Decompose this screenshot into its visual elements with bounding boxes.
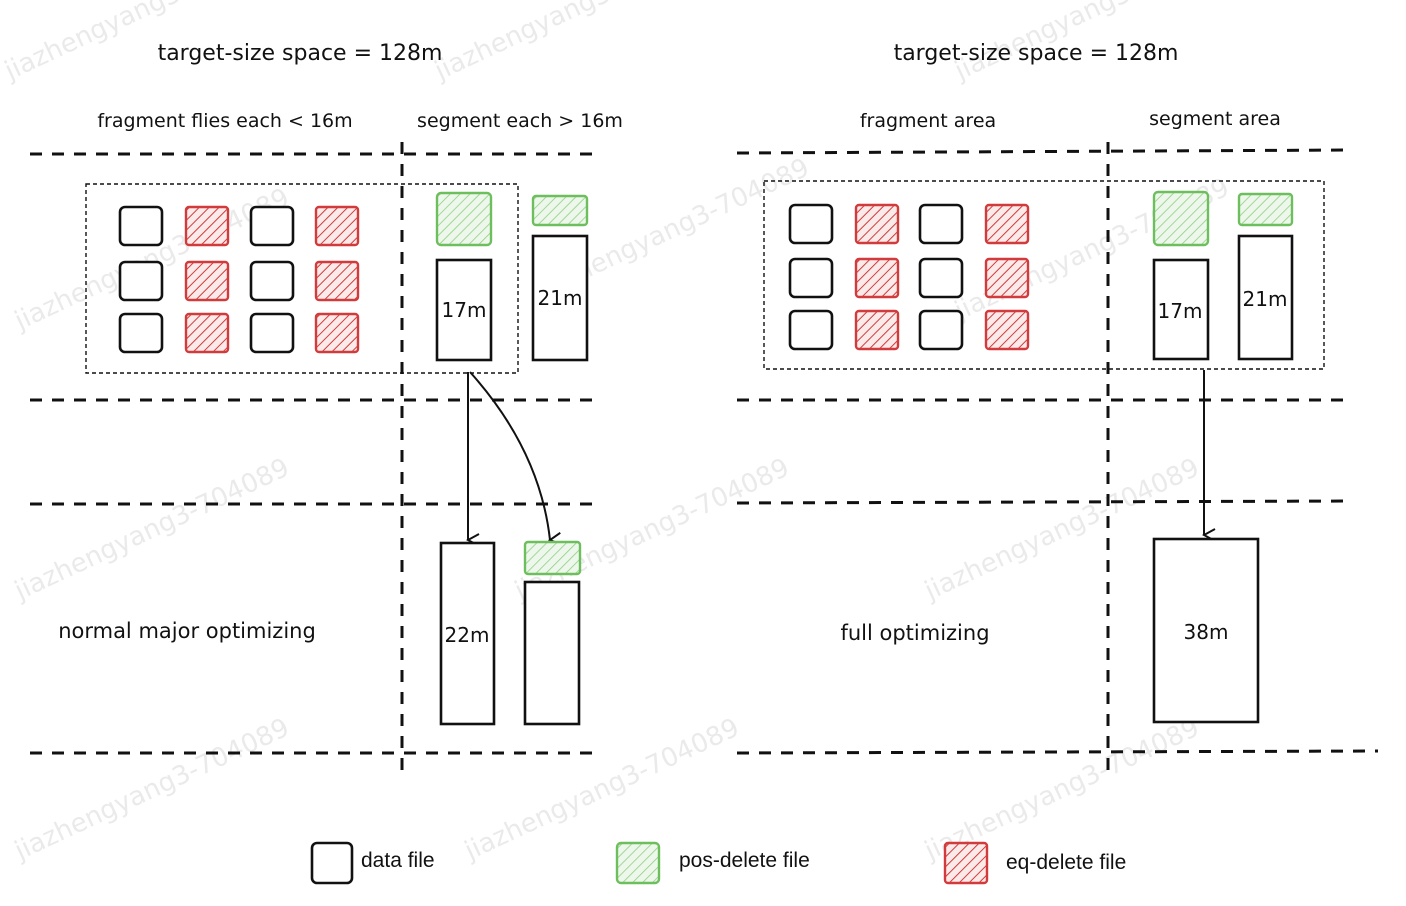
data-file xyxy=(918,203,964,245)
left-segment-header: segment each > 16m xyxy=(417,110,623,132)
eq-delete-file xyxy=(984,309,1030,351)
merge-arrow-to-pos-delete xyxy=(469,371,550,540)
result-size-label: 38m xyxy=(1184,620,1229,644)
data-file xyxy=(918,309,964,351)
left-selection-frame xyxy=(85,183,519,374)
right-caption: full optimizing xyxy=(840,621,989,645)
eq-delete-file xyxy=(984,257,1030,299)
right-fragment-grid xyxy=(788,203,1030,351)
watermark-text: jiazhengyang3-704089 xyxy=(9,713,294,867)
right-fragment-header: fragment area xyxy=(860,110,996,132)
left-caption: normal major optimizing xyxy=(58,619,316,643)
eq-delete-file xyxy=(854,309,900,351)
pos-delete-file-icon xyxy=(615,841,661,885)
legend: data file pos-delete file eq-delete file xyxy=(310,841,1126,885)
right-selection-frame xyxy=(763,180,1325,370)
result-data-file xyxy=(523,580,581,726)
data-file xyxy=(118,260,164,302)
data-file xyxy=(788,309,834,351)
eq-delete-file-icon xyxy=(943,841,989,885)
result-size-label: 22m xyxy=(445,623,490,647)
right-divider-lower xyxy=(736,499,1353,505)
eq-delete-file xyxy=(314,205,360,247)
left-panel: target-size space = 128m fragment flies … xyxy=(30,41,623,775)
left-segment-files: 17m 21m xyxy=(435,191,589,362)
data-file xyxy=(249,312,295,354)
pos-delete-file xyxy=(435,191,493,247)
right-result-files: 38m xyxy=(1152,537,1260,724)
legend-label-eq-delete-file: eq-delete file xyxy=(1006,851,1126,874)
left-panel-title: target-size space = 128m xyxy=(158,41,443,66)
segment-size-label: 17m xyxy=(442,298,487,322)
data-file xyxy=(788,257,834,299)
eq-delete-file xyxy=(314,260,360,302)
right-divider-top xyxy=(736,148,1353,155)
pos-delete-file xyxy=(1237,192,1294,227)
segment-size-label: 21m xyxy=(538,286,583,310)
eq-delete-file xyxy=(184,312,230,354)
eq-delete-file xyxy=(184,205,230,247)
right-divider-bottom xyxy=(736,749,1379,755)
eq-delete-file xyxy=(984,203,1030,245)
left-fragment-header: fragment flies each < 16m xyxy=(97,110,352,132)
legend-label-data-file: data file xyxy=(361,849,435,872)
segment-data-file-17m xyxy=(1152,258,1210,361)
segment-size-label: 17m xyxy=(1158,299,1203,323)
segment-data-file-21m xyxy=(531,234,589,362)
left-fragment-grid xyxy=(118,205,360,354)
legend-label-pos-delete-file: pos-delete file xyxy=(679,849,810,872)
pos-delete-file xyxy=(1152,190,1210,247)
right-segment-header: segment area xyxy=(1149,108,1281,130)
watermark-text: jiazhengyang3-704089 xyxy=(459,713,744,867)
right-segment-files: 17m 21m xyxy=(1152,190,1294,361)
result-data-file-22m xyxy=(439,541,496,726)
watermark-text: jiazhengyang3-704089 xyxy=(9,453,294,607)
eq-delete-file xyxy=(854,257,900,299)
segment-data-file-21m xyxy=(1237,234,1294,361)
data-file xyxy=(249,205,295,247)
data-file xyxy=(118,205,164,247)
data-file xyxy=(118,312,164,354)
result-pos-delete-file xyxy=(523,540,582,576)
data-file xyxy=(788,203,834,245)
eq-delete-file xyxy=(184,260,230,302)
left-result-files: 22m xyxy=(439,540,582,726)
eq-delete-file xyxy=(854,203,900,245)
right-panel: target-size space = 128m fragment area s… xyxy=(736,41,1379,772)
eq-delete-file xyxy=(314,312,360,354)
watermark-text: jiazhengyang3-704089 xyxy=(429,0,714,87)
segment-size-label: 21m xyxy=(1243,287,1288,311)
segment-data-file-17m xyxy=(435,258,493,362)
result-data-file-38m xyxy=(1152,537,1260,724)
right-panel-title: target-size space = 128m xyxy=(894,41,1179,66)
data-file xyxy=(249,260,295,302)
data-file xyxy=(918,257,964,299)
pos-delete-file xyxy=(531,194,589,227)
data-file-icon xyxy=(310,841,354,885)
